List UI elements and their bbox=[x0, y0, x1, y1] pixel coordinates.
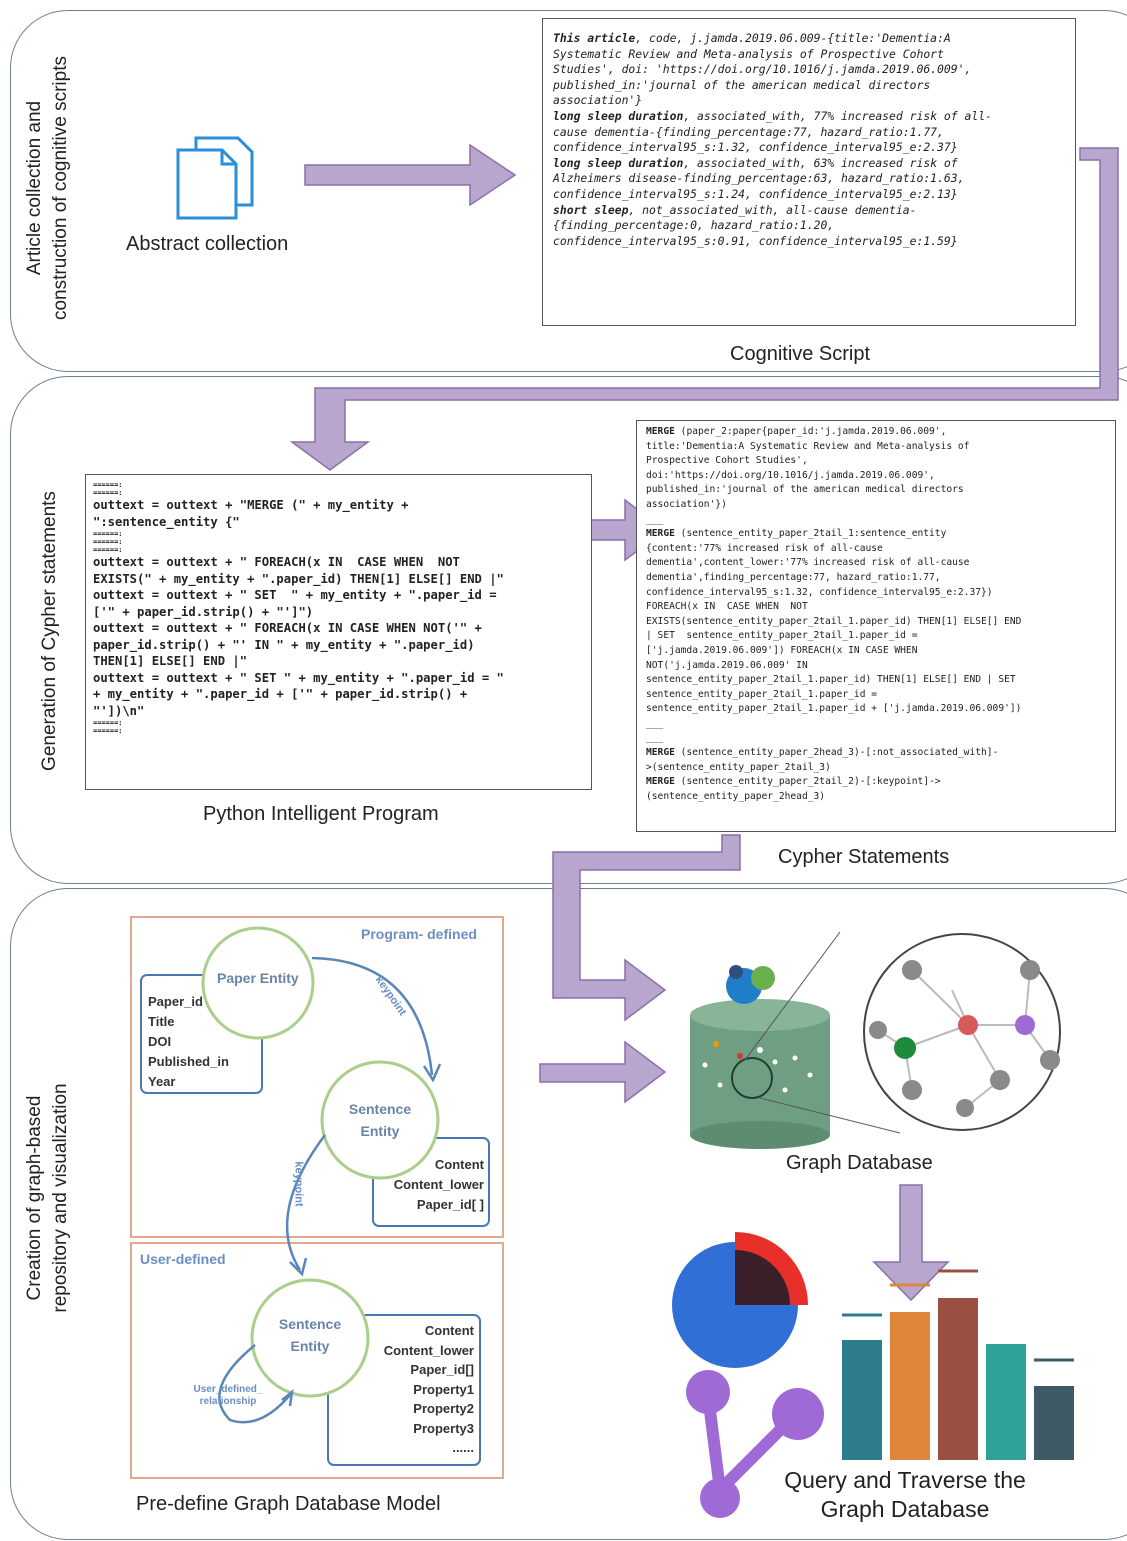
arrow-script-to-program bbox=[289, 147, 1119, 471]
arrow-database-to-query bbox=[872, 1184, 950, 1302]
paper-entity-node bbox=[201, 926, 315, 1040]
keypoint-label-bottom: keypoint bbox=[292, 1161, 305, 1207]
graph-database-caption: Graph Database bbox=[786, 1152, 933, 1174]
sentence-entity-line: Entity bbox=[290, 1338, 330, 1354]
user-sentence-entity-label: Sentence Entity bbox=[270, 1313, 350, 1357]
paper-prop: Year bbox=[148, 1074, 176, 1089]
user-sentence-prop: ...... bbox=[452, 1440, 474, 1455]
paper-prop: Paper_id bbox=[148, 994, 203, 1009]
paper-entity-label: Paper Entity bbox=[217, 970, 299, 986]
sentence-entity-line: Sentence bbox=[348, 1101, 412, 1117]
paper-prop: DOI bbox=[148, 1034, 172, 1049]
abstract-collection-caption: Abstract collection bbox=[126, 233, 289, 255]
sentence-entity-line: Entity bbox=[360, 1123, 400, 1139]
user-rel-line: relationship bbox=[199, 1396, 257, 1407]
user-sentence-props-list: Content Content_lower Paper_id[] Propert… bbox=[360, 1321, 474, 1458]
user-sentence-prop: Property3 bbox=[413, 1420, 474, 1436]
user-defined-label: User-defined bbox=[140, 1251, 226, 1267]
graph-node-icon bbox=[686, 1370, 824, 1518]
cognitive-script-caption: Cognitive Script bbox=[730, 343, 871, 365]
user-sentence-entity-node bbox=[250, 1278, 370, 1398]
sentence-entity-label: Sentence Entity bbox=[340, 1098, 420, 1142]
user-sentence-prop: Property1 bbox=[413, 1381, 474, 1397]
query-caption-line: Graph Database bbox=[820, 1496, 990, 1522]
paper-props-list: Paper_id Title DOI Published_in Year bbox=[148, 992, 229, 1092]
python-program-box: ======: ======: outtext = outtext + "MER… bbox=[85, 474, 592, 790]
cypher-statements-caption: Cypher Statements bbox=[778, 846, 950, 868]
arrow-cypher-to-database bbox=[552, 834, 741, 1022]
arrow-model-to-database bbox=[539, 1040, 667, 1104]
user-sentence-prop: Content_lower bbox=[383, 1342, 474, 1358]
user-sentence-prop: Paper_id[] bbox=[410, 1362, 474, 1377]
sentence-entity-line: Sentence bbox=[278, 1316, 342, 1332]
sentence-prop: Content bbox=[434, 1157, 484, 1172]
query-caption: Query and Traverse the Graph Database bbox=[760, 1466, 1050, 1524]
bar-chart-icon bbox=[842, 1269, 1074, 1460]
sentence-props-list: Content Content_lower Paper_id[ ] bbox=[378, 1155, 484, 1215]
paper-prop: Title bbox=[148, 1014, 175, 1029]
user-sentence-prop: Property2 bbox=[413, 1401, 474, 1416]
sentence-prop: Content_lower bbox=[393, 1177, 484, 1192]
arrow-to-cognitive-script bbox=[304, 143, 517, 207]
sentence-entity-node bbox=[320, 1060, 440, 1180]
program-defined-label: Program- defined bbox=[361, 926, 477, 942]
pie-chart-icon bbox=[672, 1232, 808, 1368]
paper-prop: Published_in bbox=[148, 1054, 229, 1069]
model-caption: Pre-define Graph Database Model bbox=[136, 1493, 441, 1515]
query-caption-line: Query and Traverse the bbox=[784, 1467, 1026, 1493]
document-icon bbox=[176, 136, 254, 220]
python-program-caption: Python Intelligent Program bbox=[203, 803, 439, 825]
user-defined-relationship-label: User_defined_ relationship bbox=[188, 1384, 268, 1408]
cognitive-script-box: This article, code, j.jamda.2019.06.009-… bbox=[542, 18, 1076, 326]
graph-database-icon bbox=[690, 931, 1061, 1149]
user-rel-line: User_defined_ bbox=[193, 1384, 263, 1395]
sentence-prop: Paper_id[ ] bbox=[416, 1197, 484, 1212]
cypher-statements-box: MERGE (paper_2:paper{paper_id:'j.jamda.2… bbox=[636, 420, 1116, 832]
user-sentence-prop: Content bbox=[424, 1323, 474, 1338]
